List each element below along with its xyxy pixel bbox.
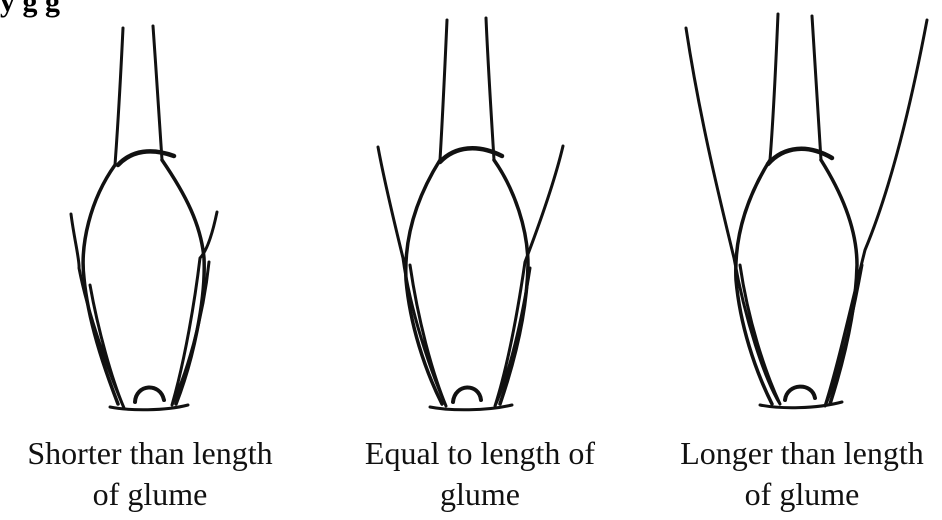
caption-line-1: Longer than length [652,433,942,474]
caption-equal-to-glume: Equal to length of glume [330,433,630,515]
spikelet-diagrams [0,0,942,430]
glume-left [686,28,780,404]
glume-right [495,146,563,406]
awn-left [115,28,123,165]
awn-right [812,16,821,160]
floret-base-arc [135,387,164,402]
caption-line-2: glume [330,474,630,515]
glume-left [378,147,446,406]
caption-line-1: Shorter than length [0,433,300,474]
awn-right [153,26,162,160]
floret-base-arc [453,387,481,402]
awn-right [486,18,494,160]
spikelet-equal-to-glume [378,18,563,410]
awn-left [440,20,447,160]
glume-left [71,214,124,408]
floret-base-arc [785,387,815,400]
caption-line-1: Equal to length of [330,433,630,474]
caption-longer-than-glume: Longer than length of glume [652,433,942,515]
caption-line-2: of glume [0,474,300,515]
caption-shorter-than-glume: Shorter than length of glume [0,433,300,515]
glume-right [172,212,217,405]
glume-right [825,20,927,406]
spikelet-shorter-than-glume [71,26,217,410]
awn-left [770,14,778,160]
caption-line-2: of glume [652,474,942,515]
lemma-left-outline [83,165,118,404]
spikelet-longer-than-glume [686,14,927,408]
